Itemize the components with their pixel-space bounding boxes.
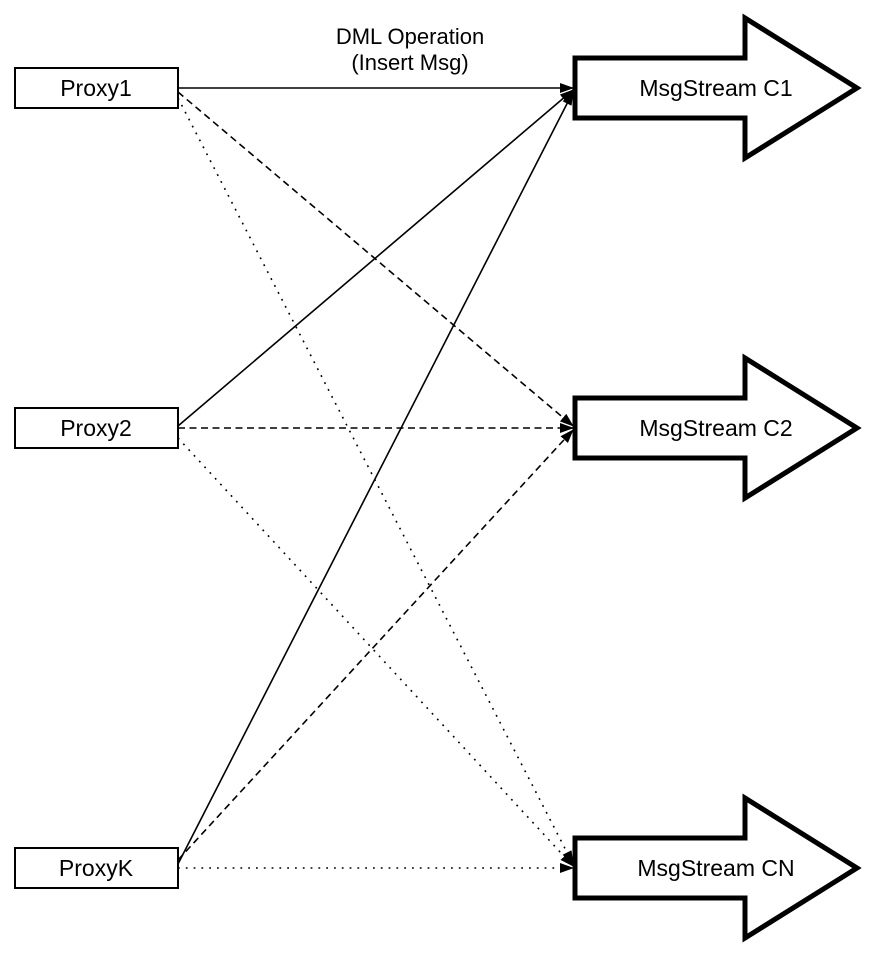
edge-proxyk-to-msgstream-c1: [177, 91, 574, 865]
proxy2-node: Proxy2: [14, 407, 179, 449]
proxy1-node: Proxy1: [14, 67, 179, 109]
edge-proxy1-to-msgstream-c2: [177, 91, 574, 427]
msgstream-c2-arrow-shape: [572, 353, 862, 503]
msgstream-cn-arrow-shape: [572, 793, 862, 943]
diagram-title-line2: (Insert Msg): [351, 50, 468, 75]
msgstream-c1-node: MsgStream C1: [572, 13, 862, 163]
msgstream-cn-node: MsgStream CN: [572, 793, 862, 943]
msgstream-c2-label: MsgStream C2: [639, 415, 792, 441]
proxyk-node: ProxyK: [14, 847, 179, 889]
diagram-title-line1: DML Operation: [336, 24, 484, 49]
proxy2-label: Proxy2: [60, 415, 132, 441]
proxy1-box: [14, 67, 179, 109]
msgstream-c2-node: MsgStream C2: [572, 353, 862, 503]
edge-proxy1-to-msgstream-cn: [177, 97, 574, 865]
proxyk-label: ProxyK: [59, 855, 134, 881]
msgstream-cn-label: MsgStream CN: [637, 855, 794, 881]
msgstream-c1-label: MsgStream C1: [639, 75, 792, 101]
edge-proxy2-to-msgstream-cn: [177, 437, 574, 867]
msgstream-c1-arrow-shape: [572, 13, 862, 163]
proxy1-label: Proxy1: [60, 75, 132, 101]
edge-proxyk-to-msgstream-c2: [177, 429, 574, 861]
